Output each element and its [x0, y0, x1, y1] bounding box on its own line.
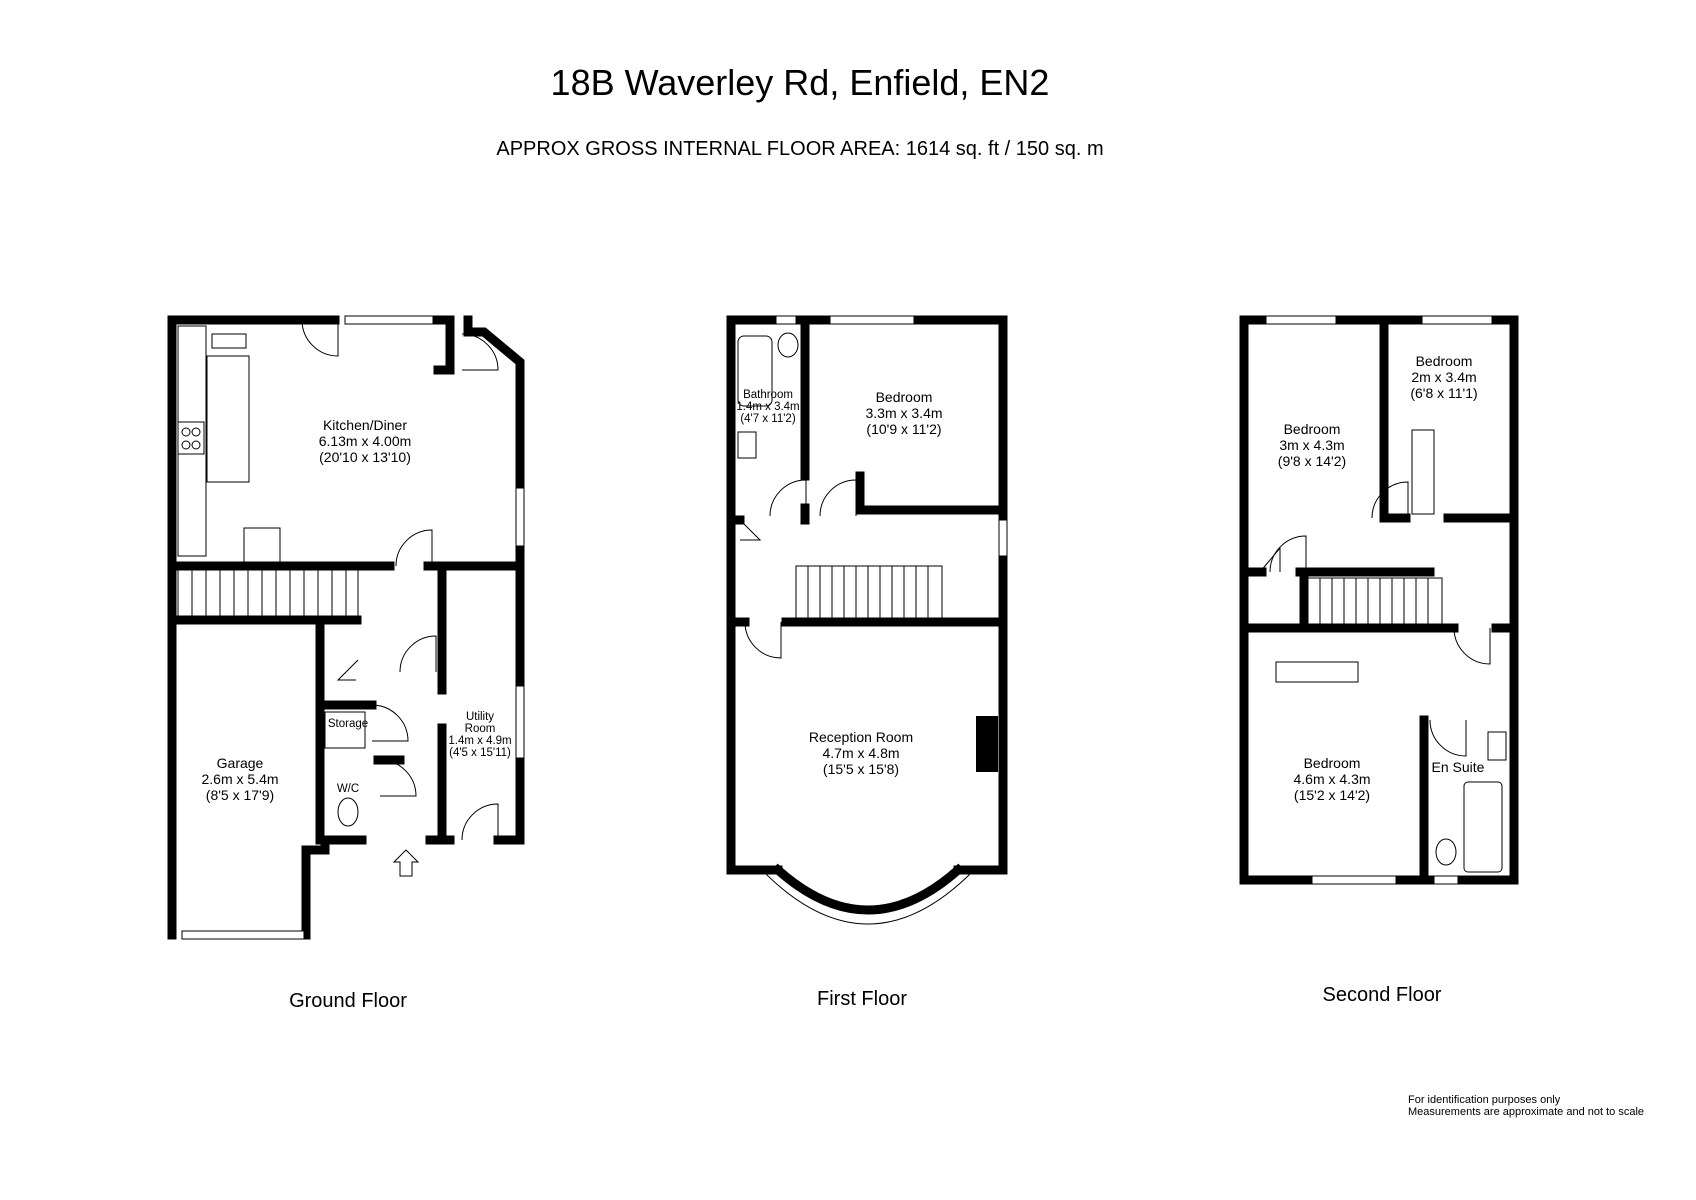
bathroom-door-arc: [769, 479, 807, 517]
storage-door: [336, 659, 359, 681]
reception-name: Reception Room: [809, 729, 913, 745]
left-bedroom-door-arc: [1269, 535, 1307, 573]
kitchen-counter: [177, 325, 207, 557]
ground-stairs: [177, 569, 359, 619]
first-bedroom-imperial: (10'9 x 11'2): [866, 421, 941, 437]
disclaimer: For identification purposes only Measure…: [1408, 1094, 1644, 1118]
hob-icon: [177, 421, 205, 455]
main-bedroom-name: Bedroom: [1304, 755, 1361, 771]
first-floor-label: First Floor: [817, 988, 907, 1010]
back-door-arc: [461, 333, 499, 371]
ground-interior-walls: [167, 561, 525, 845]
wc-basin-icon: [324, 711, 366, 749]
hall-door-arc: [395, 529, 433, 567]
second-interior-walls: [1239, 315, 1519, 885]
bathroom-window: [775, 315, 797, 325]
landing-window: [998, 519, 1008, 557]
garage-imperial: (8'5 x 17'9): [206, 787, 274, 803]
left-bedroom-metric: 3m x 4.3m: [1279, 437, 1344, 453]
ensuite-door-arc: [1429, 719, 1467, 757]
entrance-arrow-icon: [392, 849, 420, 877]
kitchen-island: [206, 355, 250, 483]
left-bedroom-imperial: (9'8 x 14'2): [1278, 453, 1346, 469]
bay-window-outer: [759, 867, 977, 925]
kitchen-metric: 6.13m x 4.00m: [319, 433, 412, 449]
cupboard-door: [1259, 546, 1281, 573]
utility-metric: 1.4m x 4.9m: [448, 735, 511, 747]
kitchen-name: Kitchen/Diner: [323, 417, 407, 433]
reception-door-arc: [744, 621, 782, 659]
disclaimer-line-1: For identification purposes only: [1408, 1094, 1561, 1106]
garage-metric: 2.6m x 5.4m: [201, 771, 278, 787]
kitchen-door-arc: [301, 319, 339, 357]
main-bedroom-door-arc: [1453, 627, 1491, 665]
bedroom-door-arc: [819, 479, 857, 517]
toilet-icon: [1435, 838, 1457, 866]
bedroom-window: [829, 315, 915, 325]
ensuite-name: En Suite: [1432, 759, 1485, 775]
utility-door-arc: [399, 635, 437, 673]
utility-imperial: (4'5 x 15'11): [449, 747, 511, 759]
bathroom-imperial: (4'7 x 11'2): [740, 413, 795, 425]
garage-door: [181, 930, 305, 940]
storage-name: Storage: [328, 718, 368, 730]
main-bedroom-metric: 4.6m x 4.3m: [1293, 771, 1370, 787]
reception-metric: 4.7m x 4.8m: [822, 745, 899, 761]
chimney-breast: [976, 716, 998, 772]
small-bedroom-metric: 2m x 3.4m: [1411, 369, 1476, 385]
cupboard-door: [739, 519, 762, 541]
disclaimer-line-2: Measurements are approximate and not to …: [1408, 1106, 1645, 1118]
second-outer-walls: [1239, 315, 1519, 885]
basin-icon: [1487, 731, 1507, 761]
plan-title: 18B Waverley Rd, Enfield, EN2: [550, 62, 1050, 103]
reception-imperial: (15'5 x 15'8): [823, 761, 899, 777]
first-interior-walls: [726, 315, 1008, 627]
front-door-arc: [379, 759, 417, 797]
fridge-icon: [243, 527, 281, 565]
bathroom-name: Bathroom: [743, 389, 793, 401]
wardrobe: [1275, 661, 1359, 683]
bath-icon: [737, 335, 773, 407]
cupboard: [1411, 429, 1435, 515]
toilet-icon: [777, 332, 799, 358]
second-floor-plan: Bedroom 2m x 3.4m (6'8 x 11'1) Bedroom 3…: [1239, 315, 1519, 885]
garage-name: Garage: [217, 755, 264, 771]
main-bedroom-imperial: (15'2 x 14'2): [1294, 787, 1370, 803]
left-bedroom-window: [1265, 315, 1337, 325]
second-floor-label: Second Floor: [1322, 984, 1442, 1006]
bay-window-wall: [771, 863, 965, 915]
kitchen-imperial: (20'10 x 13'10): [319, 449, 411, 465]
ground-outer-walls: [167, 315, 525, 940]
small-bedroom-imperial: (6'8 x 11'1): [1410, 385, 1477, 401]
small-bedroom-door-arc: [1371, 481, 1409, 519]
utility-back-door-arc: [461, 803, 499, 841]
small-bedroom-window: [1421, 315, 1493, 325]
ensuite-window: [1433, 875, 1459, 885]
toilet-icon: [337, 797, 359, 827]
sink-icon: [211, 333, 247, 349]
ground-floor-label: Ground Floor: [289, 990, 407, 1012]
utility-name-1: Utility: [466, 711, 494, 723]
first-bedroom-name: Bedroom: [876, 389, 933, 405]
ground-floor-plan: Kitchen/Diner 6.13m x 4.00m (20'10 x 13'…: [167, 315, 525, 940]
wc-name: W/C: [337, 783, 359, 795]
bath-icon: [1463, 781, 1503, 873]
first-bedroom-metric: 3.3m x 3.4m: [865, 405, 942, 421]
left-bedroom-name: Bedroom: [1284, 421, 1341, 437]
first-floor-plan: Bathroom 1.4m x 3.4m (4'7 x 11'2) Bedroo…: [726, 315, 1008, 925]
bathroom-metric: 1.4m x 3.4m: [736, 401, 799, 413]
first-stairs: [795, 565, 943, 619]
wc-door-arc: [371, 704, 409, 742]
second-stairs: [1307, 577, 1443, 627]
utility-name-2: Room: [465, 723, 496, 735]
floor-area-subtitle: APPROX GROSS INTERNAL FLOOR AREA: 1614 s…: [496, 138, 1104, 160]
basin-icon: [737, 431, 757, 459]
kitchen-window: [344, 315, 434, 325]
main-bedroom-window: [1311, 875, 1397, 885]
utility-window: [515, 685, 525, 759]
small-bedroom-name: Bedroom: [1416, 353, 1473, 369]
kitchen-side-window: [515, 487, 525, 547]
